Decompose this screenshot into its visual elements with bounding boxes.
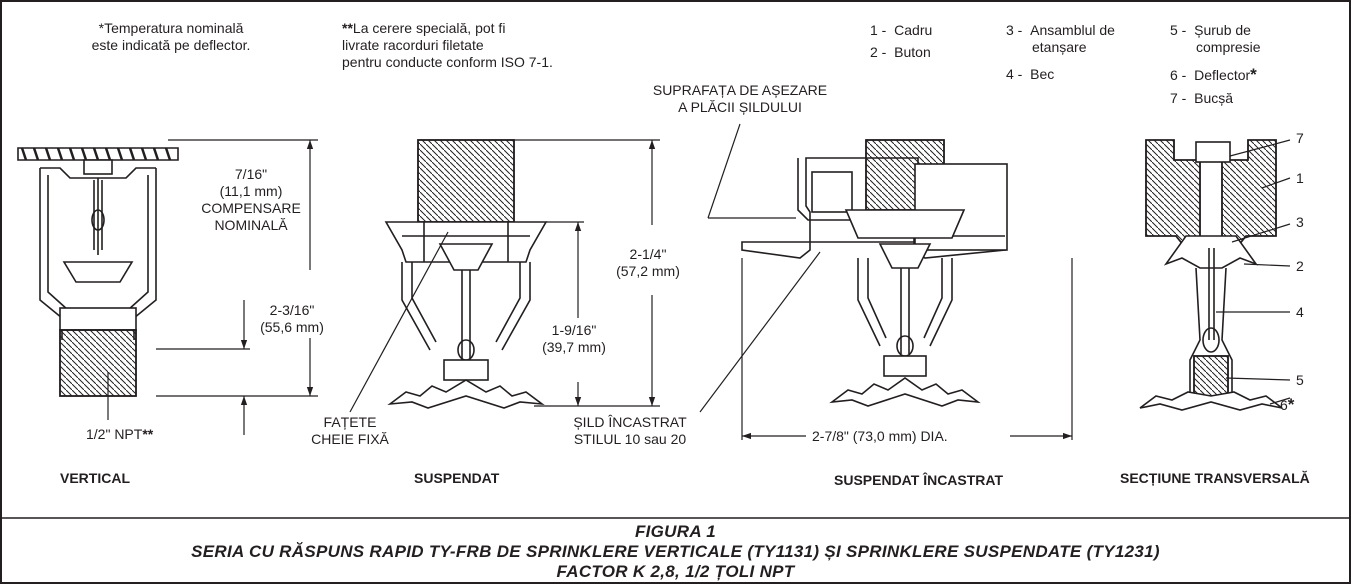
note-iso-line3: pentru conducte conform ISO 7-1. — [342, 54, 553, 70]
figure-subtitle: FACTOR K 2,8, 1/2 ȚOLI NPT — [556, 562, 795, 581]
vertical-sprinkler-drawing — [17, 147, 179, 397]
legend-text-cont: etanșare — [1032, 39, 1087, 55]
legend-num: 4 — [1006, 66, 1014, 82]
note-iso-line2: livrate racorduri filetate — [342, 37, 484, 53]
cross-section-drawing — [1139, 139, 1283, 411]
callout-3: 3 — [1296, 214, 1304, 230]
recessed-escutcheon-label: ȘILD ÎNCASTRAT STILUL 10 sau 20 — [560, 414, 700, 448]
callout-7: 7 — [1296, 130, 1304, 146]
surface-label1: SUPRAFAȚA DE AȘEZARE — [652, 82, 828, 98]
legend-text-cont: compresie — [1196, 39, 1261, 55]
wrench-label2: CHEIE FIXĂ — [311, 431, 389, 447]
offset-dim: 7/16" — [234, 166, 268, 182]
height-dim-mm: (55,6 mm) — [260, 319, 324, 335]
inner-dim-mm: (39,7 mm) — [542, 339, 606, 355]
npt-mark: ** — [142, 426, 154, 442]
callout-4: 4 — [1296, 304, 1304, 320]
legend-item-1: 1 - Cadru — [870, 22, 933, 38]
note-iso-mark: ** — [342, 20, 353, 36]
wrench-label1: FAȚETE — [323, 414, 377, 430]
legend-item-4: 4 - Bec — [1006, 66, 1055, 82]
vertical-npt-label: 1/2" NPT** — [86, 426, 153, 443]
pendent-height-dimension: 2-1/4" (57,2 mm) — [608, 246, 688, 280]
note-temperature: *Temperatura nominală este indicată pe d… — [56, 20, 286, 54]
recessed-pendent-drawing — [741, 139, 1008, 407]
callout-6: 6* — [1280, 396, 1294, 414]
section-leader-lines — [1216, 139, 1291, 405]
inner-dim: 1-9/16" — [551, 322, 597, 338]
pendent-height-dim: 2-1/4" — [629, 246, 667, 262]
legend-text: Ansamblul de — [1030, 22, 1115, 38]
legend-num: 7 — [1170, 90, 1178, 106]
height-dim: 2-3/16" — [269, 302, 315, 318]
vertical-height-dimension: 2-3/16" (55,6 mm) — [256, 302, 328, 336]
legend-text: Buton — [894, 44, 931, 60]
wrench-flats-label: FAȚETE CHEIE FIXĂ — [300, 414, 400, 448]
legend-item-7: 7 - Bucșă — [1170, 90, 1234, 106]
offset-label1: COMPENSARE — [201, 200, 301, 216]
recessed-dimension-lines — [699, 123, 1073, 440]
pendent-sprinkler-drawing — [384, 139, 548, 409]
pendent-inner-dimension: 1-9/16" (39,7 mm) — [534, 322, 614, 356]
legend-num: 2 — [870, 44, 878, 60]
legend-item-6: 6 - Deflector* — [1170, 65, 1257, 84]
legend-num: 3 — [1006, 22, 1014, 38]
pendent-height-dim-mm: (57,2 mm) — [616, 263, 680, 279]
figure-number: FIGURA 1 — [634, 522, 717, 541]
callout-1: 1 — [1296, 170, 1304, 186]
legend-item-2: 2 - Buton — [870, 44, 931, 60]
escutcheon-label2: STILUL 10 sau 20 — [573, 431, 687, 447]
section-view-title: SECȚIUNE TRANSVERSALĂ — [1120, 470, 1310, 486]
legend-text: Deflector — [1194, 67, 1251, 83]
legend-mark: * — [1250, 65, 1257, 84]
npt-label: 1/2" NPT — [86, 426, 143, 442]
pendent-view-title: SUSPENDAT — [414, 470, 500, 486]
callout-5: 5 — [1296, 372, 1304, 388]
offset-label2: NOMINALĂ — [214, 217, 288, 233]
note-temperature-mark: * — [98, 20, 105, 36]
note-temperature-line2: este indicată pe deflector. — [91, 37, 251, 53]
legend-num: 5 — [1170, 22, 1178, 38]
offset-dim-mm: (11,1 mm) — [219, 183, 283, 199]
note-iso-line1: La cerere specială, pot fi — [352, 20, 506, 36]
legend-num: 6 — [1170, 67, 1178, 83]
note-iso-threads: **La cerere specială, pot fi livrate rac… — [342, 20, 553, 71]
escutcheon-diameter-dim: 2-7/8" (73,0 mm) DIA. — [812, 428, 948, 444]
callout-6-num: 6 — [1280, 397, 1288, 413]
legend-text: Bucșă — [1194, 90, 1234, 106]
callout-6-mark: * — [1287, 395, 1295, 414]
legend-text: Bec — [1030, 66, 1055, 82]
vertical-offset-dimension: 7/16" (11,1 mm) COMPENSARE NOMINALĂ — [196, 166, 306, 234]
escutcheon-label1: ȘILD ÎNCASTRAT — [573, 414, 687, 430]
note-temperature-line1: Temperatura nominală — [104, 20, 244, 36]
callout-2: 2 — [1296, 258, 1304, 274]
pendent-dimension-lines — [349, 139, 660, 413]
vertical-view-title: VERTICAL — [60, 470, 130, 486]
legend-text: Cadru — [894, 22, 933, 38]
recessed-view-title: SUSPENDAT ÎNCASTRAT — [834, 472, 1004, 488]
vertical-dimension-lines — [107, 139, 318, 435]
legend-text: Șurub de — [1194, 22, 1251, 38]
surface-label2: A PLĂCII ȘILDULUI — [678, 99, 802, 115]
escutcheon-surface-label: SUPRAFAȚA DE AȘEZARE A PLĂCII ȘILDULUI — [650, 82, 830, 116]
figure-title: SERIA CU RĂSPUNS RAPID TY-FRB DE SPRINKL… — [191, 542, 1160, 561]
legend-num: 1 — [870, 22, 878, 38]
